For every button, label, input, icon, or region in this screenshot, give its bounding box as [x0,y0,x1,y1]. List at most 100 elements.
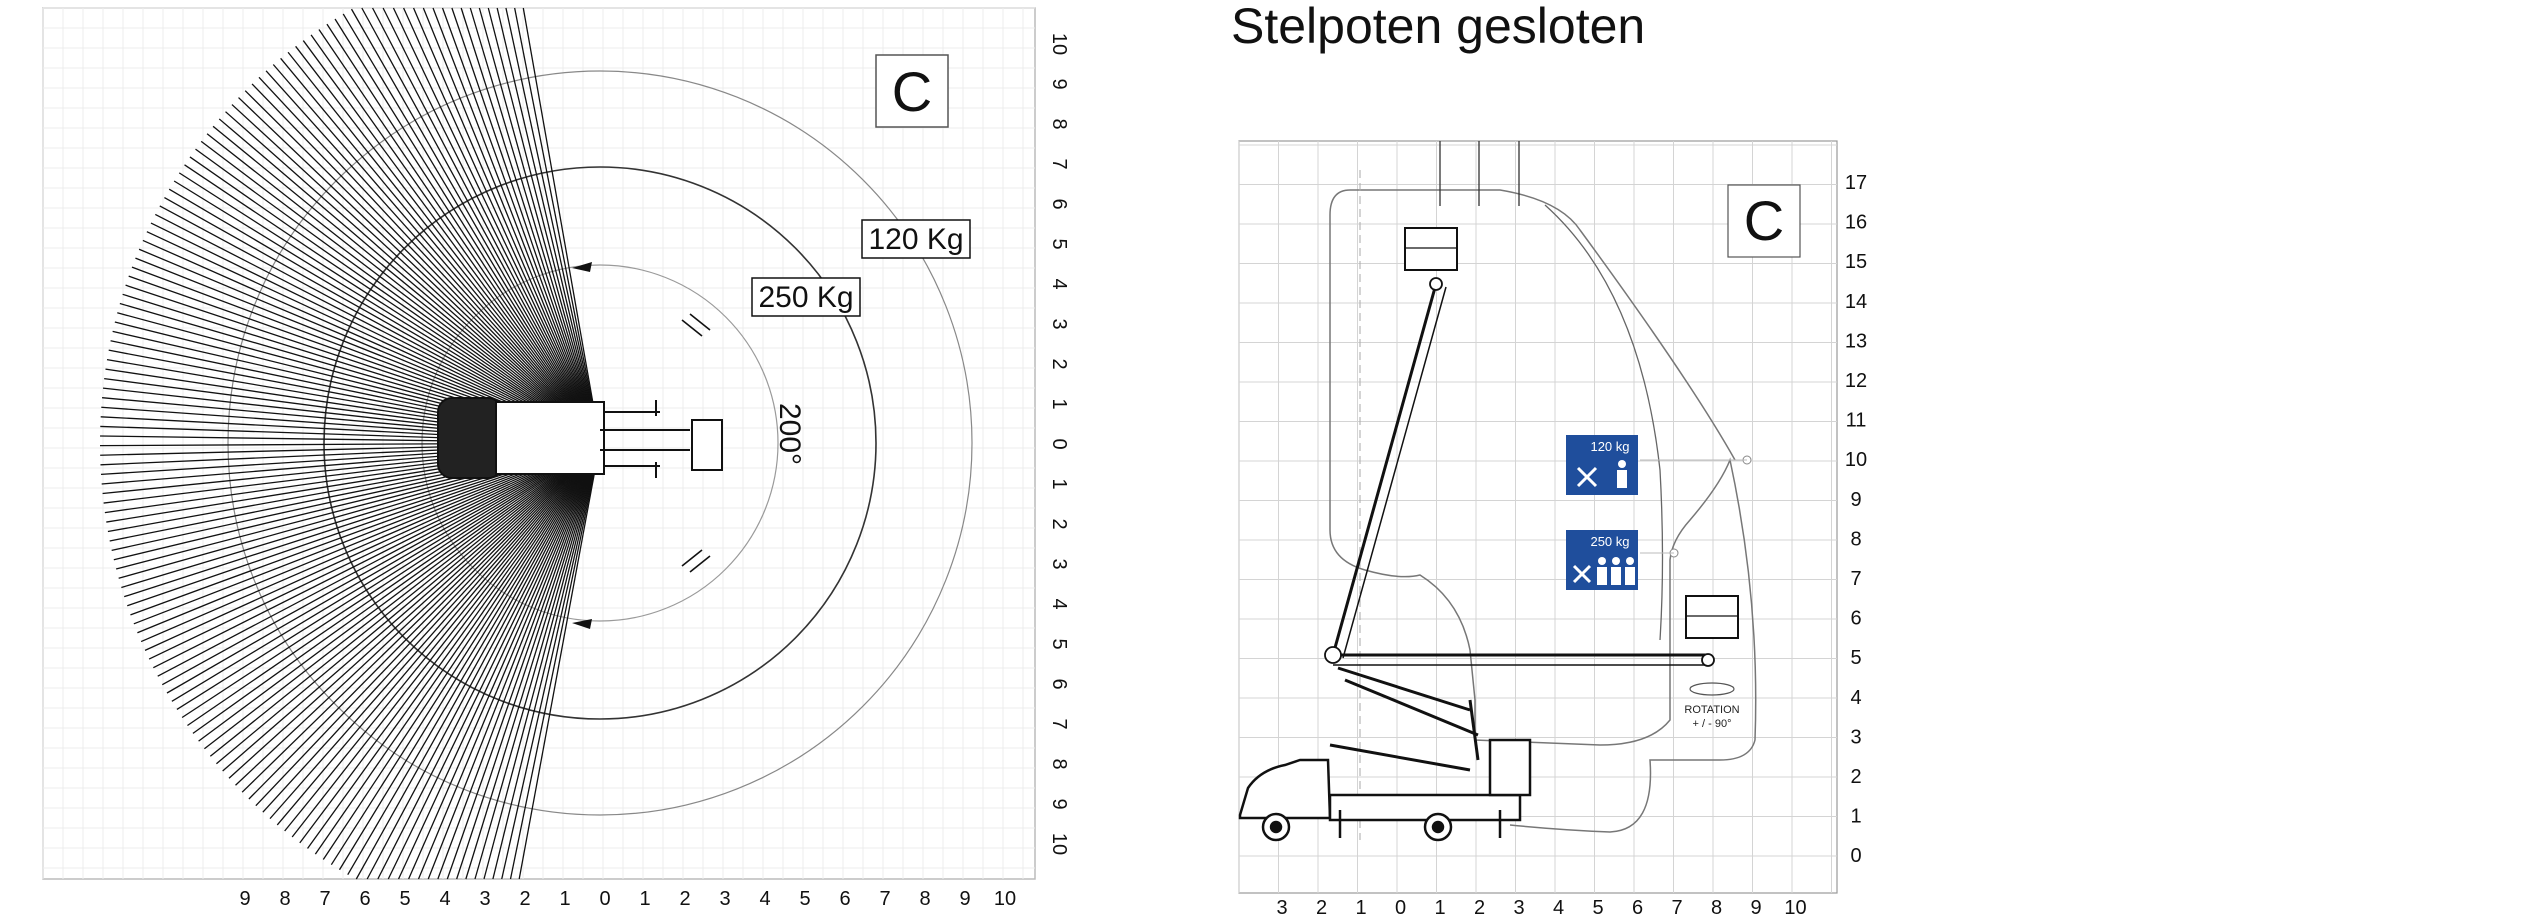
fan-line [251,83,601,444]
x-tick-label: 5 [399,888,410,910]
truck-cab [1238,758,1332,820]
fan-line [157,442,601,677]
y-tick-label: 7 [1048,718,1070,729]
fan-line [330,442,601,866]
fan-line [446,442,601,880]
y-tick-label: 17 [1845,172,1867,194]
front-hub [1269,820,1283,834]
worker-icon [1617,460,1627,488]
x-tick-label: 3 [1276,897,1287,919]
x-tick-label: 4 [439,888,450,910]
screwdriver-stroke [1572,564,1592,584]
load-120-label: 120 Kg [868,223,963,256]
fan-line [171,442,601,702]
x-tick-label: 2 [1474,897,1485,919]
fan-line [166,442,601,694]
fan-line [218,118,601,444]
right-frame [1238,140,1838,894]
fan-line [248,442,601,800]
y-tick-label: 3 [1048,318,1070,329]
fan-line [178,172,601,444]
x-tick-label: 1 [1434,897,1445,919]
y-tick-label: 2 [1850,766,1861,788]
workers-icon [1597,557,1635,585]
x-tick-label: 10 [1784,897,1806,919]
x-tick-label: 1 [559,888,570,910]
rotation-angle-label: 200° [773,403,806,465]
fan-line [222,442,601,772]
x-tick-label: 1 [639,888,650,910]
fan-line [280,57,601,444]
fan-line [437,442,601,880]
y-tick-label: 9 [1048,78,1070,89]
x-tick-label: 0 [599,888,610,910]
basket-lower [1685,595,1739,639]
fan-line [465,442,601,880]
fan-line [478,7,601,444]
fan-line [295,45,601,444]
slash-mark [681,319,703,337]
x-tick-label: 10 [994,888,1016,910]
x-tick-label: 6 [1632,897,1643,919]
fan-line [231,104,601,444]
y-tick-label: 8 [1048,118,1070,129]
fan-line [306,442,601,849]
chassis-top [495,401,605,475]
basket-lower-body [1685,595,1739,639]
fan-line [187,442,601,727]
worker-body [1611,567,1621,585]
slash-marks [681,313,711,573]
boom-joint [1429,277,1443,291]
turret [1488,738,1532,797]
fan-line [287,51,601,444]
y-tick-label: 13 [1845,330,1867,352]
fan-line [387,442,601,880]
fan-line [372,7,601,444]
fan-line [432,7,601,444]
fan-line [284,442,601,832]
fan-line [451,7,601,444]
worker-body [1597,567,1607,585]
fan-line [140,442,601,643]
basket-upper-body [1404,227,1458,271]
fan-line [184,164,601,444]
x-tick-label: 2 [519,888,530,910]
truck-chassis [1328,793,1522,822]
zone-box-right [1727,184,1801,258]
limit-marker-bottom [572,619,592,629]
badge-120: 120 kg [1566,435,1638,495]
fan-line [361,7,601,444]
boom-assembly [1329,283,1708,772]
working-envelope-outer [1329,189,1757,833]
fan-line [417,442,601,880]
y-tick-label: 16 [1845,212,1867,234]
fan-line [441,7,601,444]
fan-line [509,442,601,880]
lower-arm-2 [1344,678,1479,737]
screwdriver-stroke [1576,466,1598,488]
y-tick-label: 9 [1850,489,1861,511]
working-envelope-top [1350,189,1736,461]
rear-hub [1431,820,1445,834]
fan-line [322,442,601,860]
y-tick-label: 4 [1048,278,1070,289]
y-tick-label: 2 [1048,518,1070,529]
load-250-label: 250 Kg [758,281,853,314]
fan-line [377,442,601,880]
basket-upper [1404,227,1458,271]
fan-line [334,18,601,444]
fan-line [460,7,601,444]
inner-range-circle [421,264,779,622]
fan-line [314,442,601,855]
working-envelope-inner [1544,204,1664,641]
x-tick-label: 3 [719,888,730,910]
fan-line [402,7,601,444]
fan-line [212,125,601,444]
fan-line [392,7,601,444]
fan-line [408,442,601,880]
lower-arm-1 [1337,666,1471,712]
x-tick-label: 2 [1316,897,1327,919]
fan-line [382,7,601,444]
fan-line [310,34,601,444]
